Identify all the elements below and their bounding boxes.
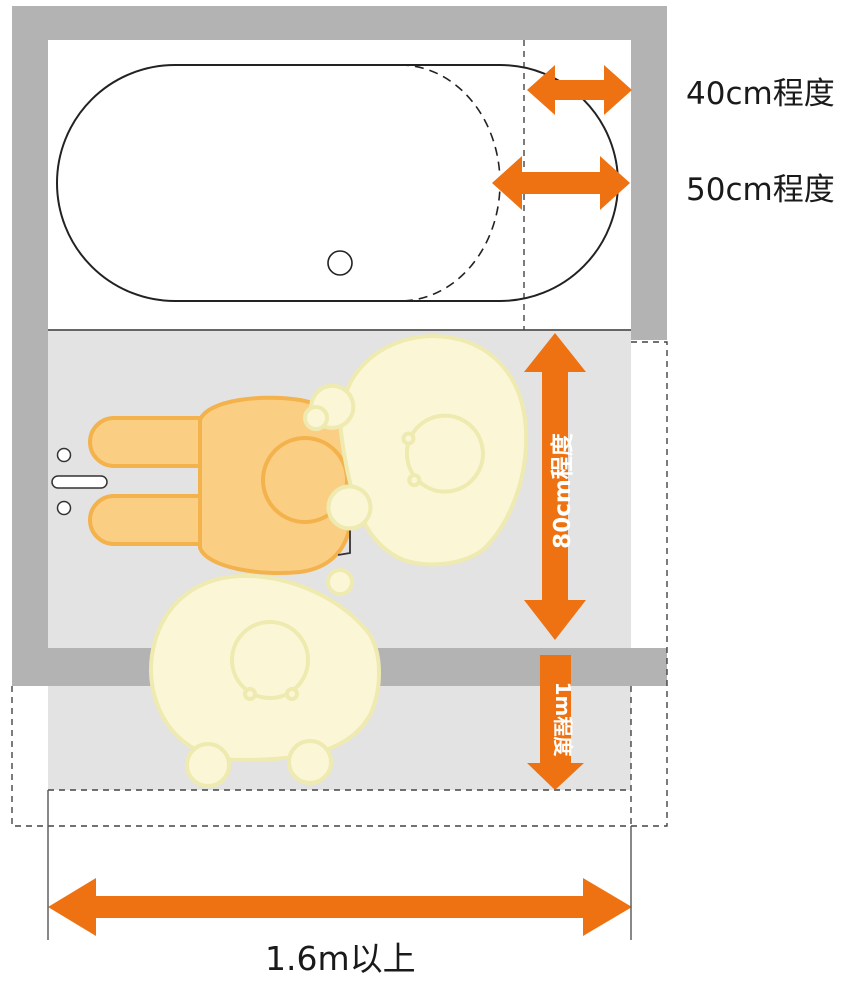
width-guide-lines	[47, 790, 632, 940]
arrow-width	[48, 878, 632, 936]
arrow-1m	[527, 655, 584, 790]
arrow-80cm	[524, 333, 586, 640]
caregiver-hand-1	[303, 405, 329, 431]
faucet-icon	[51, 447, 108, 516]
label-gap-40cm: 40cm程度	[686, 76, 835, 112]
arrow-40cm	[527, 65, 632, 115]
caregiver-hand-2	[326, 568, 354, 596]
bathtub-outline	[56, 64, 619, 302]
label-total-width: 1.6m以上	[265, 939, 416, 978]
seated-person-head	[261, 436, 349, 524]
dimension-arrows	[48, 65, 632, 936]
drain-icon	[327, 250, 353, 276]
caregiver-hands	[303, 405, 354, 596]
wall-top	[12, 6, 667, 40]
arrow-50cm	[492, 156, 630, 210]
wall-right	[631, 6, 667, 340]
wall-left	[12, 6, 48, 686]
label-wash-area-depth: 80cm程度	[550, 433, 576, 549]
label-gap-50cm: 50cm程度	[686, 172, 835, 208]
expansion-outline	[11, 341, 668, 827]
label-door-clearance: 1m程度	[551, 681, 575, 757]
